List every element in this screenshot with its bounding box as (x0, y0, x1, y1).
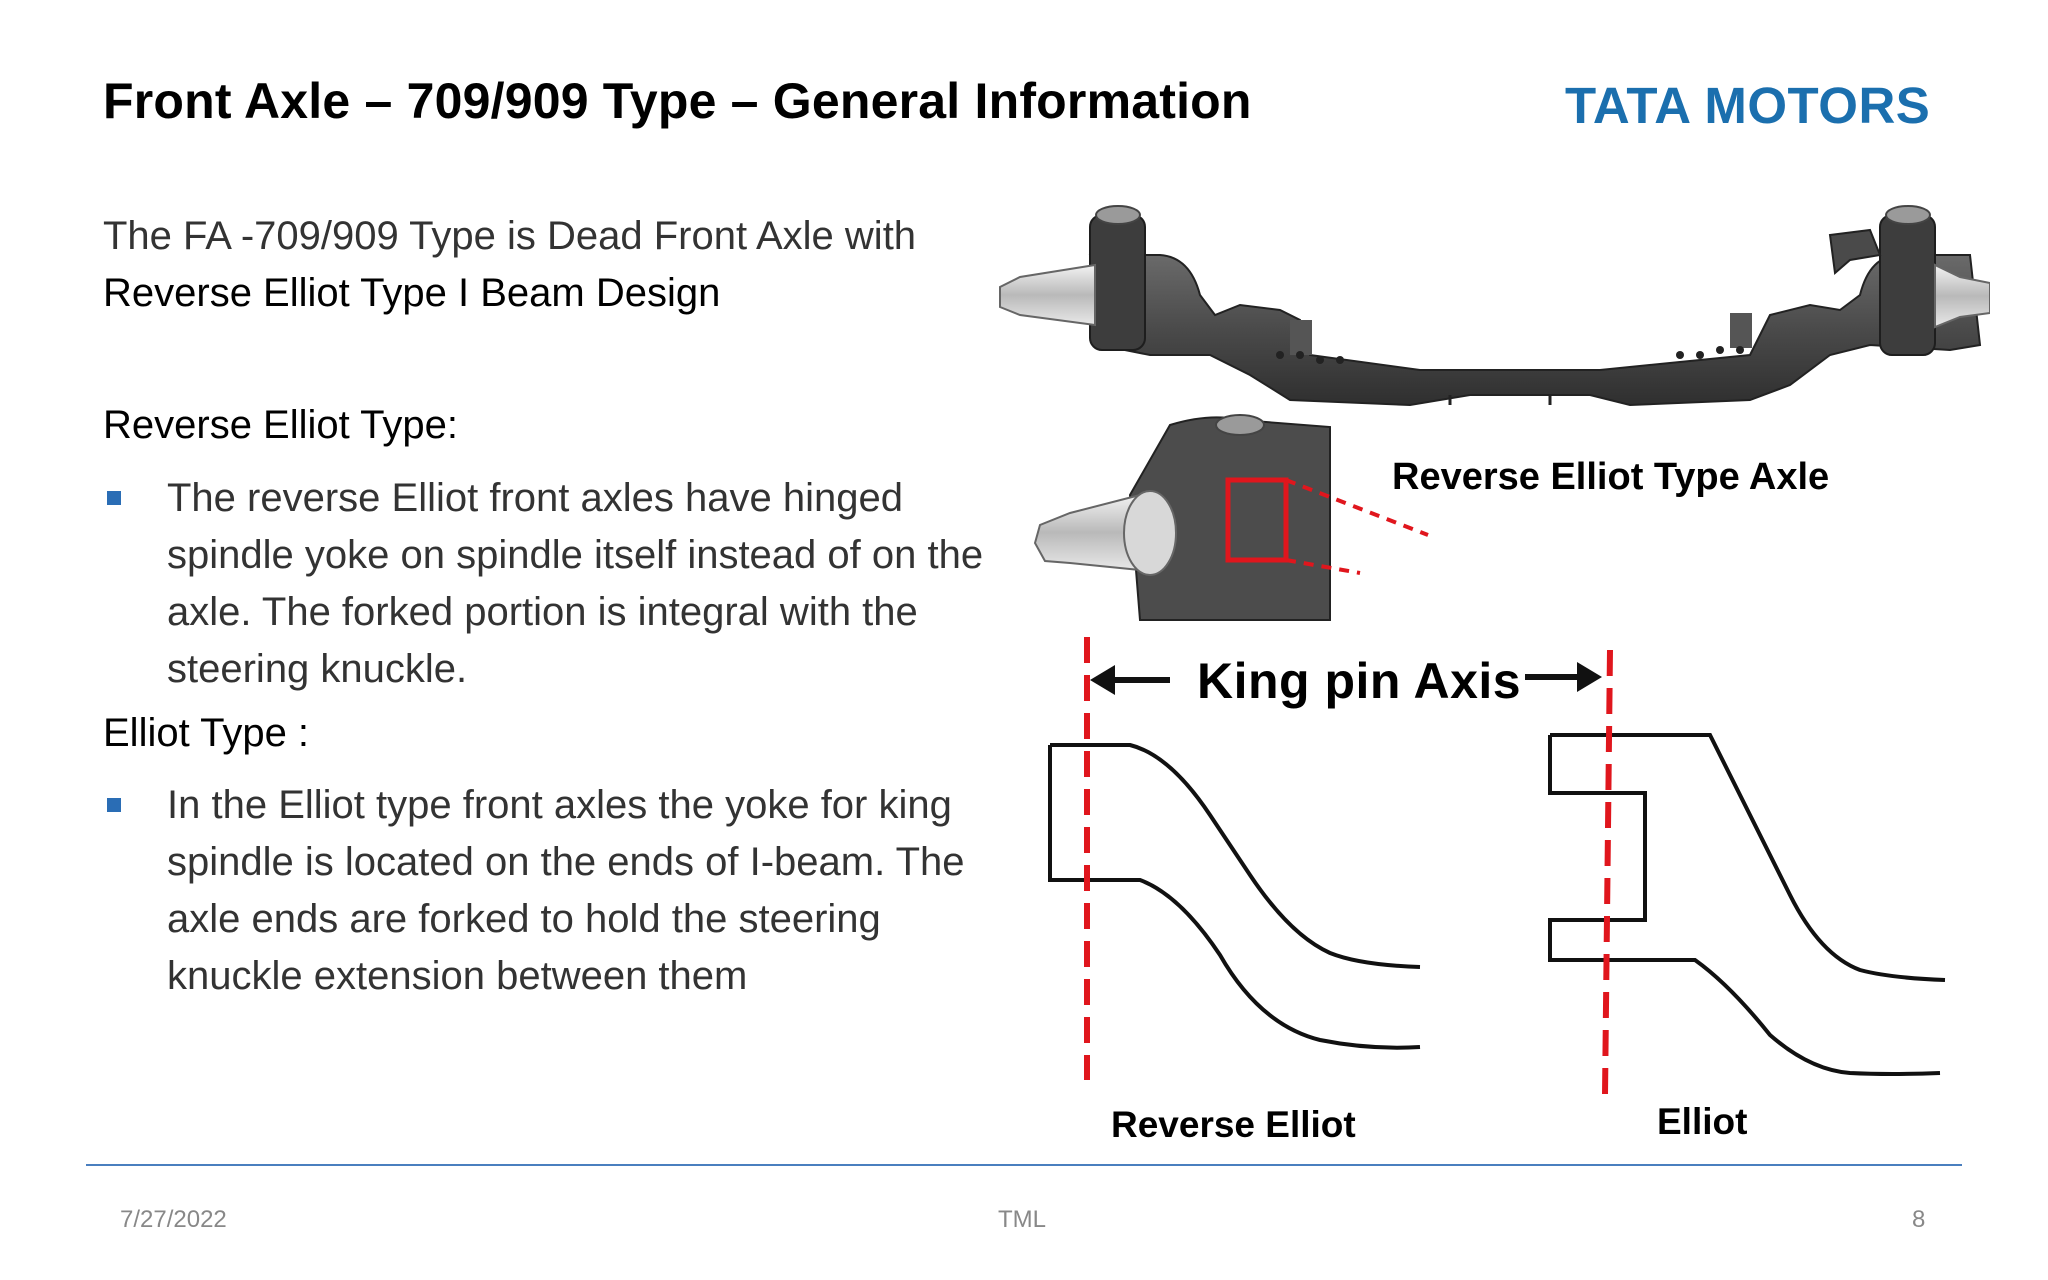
caption-reverse-elliot: Reverse Elliot (1111, 1104, 1356, 1145)
axis-arrows (1090, 662, 1602, 695)
bullet-reverse-elliot: The reverse Elliot front axles have hing… (103, 470, 1003, 698)
caption-elliot: Elliot (1657, 1101, 1748, 1142)
bullet-text-reverse-elliot: The reverse Elliot front axles have hing… (167, 476, 984, 691)
bullet-marker (107, 491, 121, 505)
intro-text: The FA -709/909 Type is Dead Front Axle … (103, 208, 1003, 322)
intro-line-1: The FA -709/909 Type is Dead Front Axle … (103, 214, 917, 258)
bullet-marker (107, 798, 121, 812)
section-heading-elliot: Elliot Type : (103, 711, 310, 755)
front-axle-image (999, 205, 1990, 407)
king-pin-axis-label: King pin Axis (1197, 653, 1522, 709)
page-number: 8 (1912, 1206, 1926, 1233)
intro-line-2: Reverse Elliot Type I Beam Design (103, 271, 721, 315)
tata-motors-logo: TATA MOTORS (1565, 77, 1931, 134)
bullet-text-elliot: In the Elliot type front axles the yoke … (167, 783, 965, 998)
footer-date: 7/27/2022 (120, 1206, 227, 1233)
callout-reverse-elliot-axle: Reverse Elliot Type Axle (1392, 456, 1830, 498)
bullet-elliot: In the Elliot type front axles the yoke … (103, 777, 1003, 1005)
slide-title: Front Axle – 709/909 Type – General Info… (103, 73, 1252, 129)
knuckle-closeup-image (1033, 414, 1429, 621)
footer-center: TML (998, 1206, 1046, 1233)
section-heading-reverse-elliot: Reverse Elliot Type: (103, 403, 458, 447)
axle-figure (999, 205, 1990, 1096)
king-pin-schematic (1048, 733, 1946, 1076)
elliot-king-pin-axis (1602, 649, 1613, 1096)
footer-rule (86, 1164, 1962, 1166)
